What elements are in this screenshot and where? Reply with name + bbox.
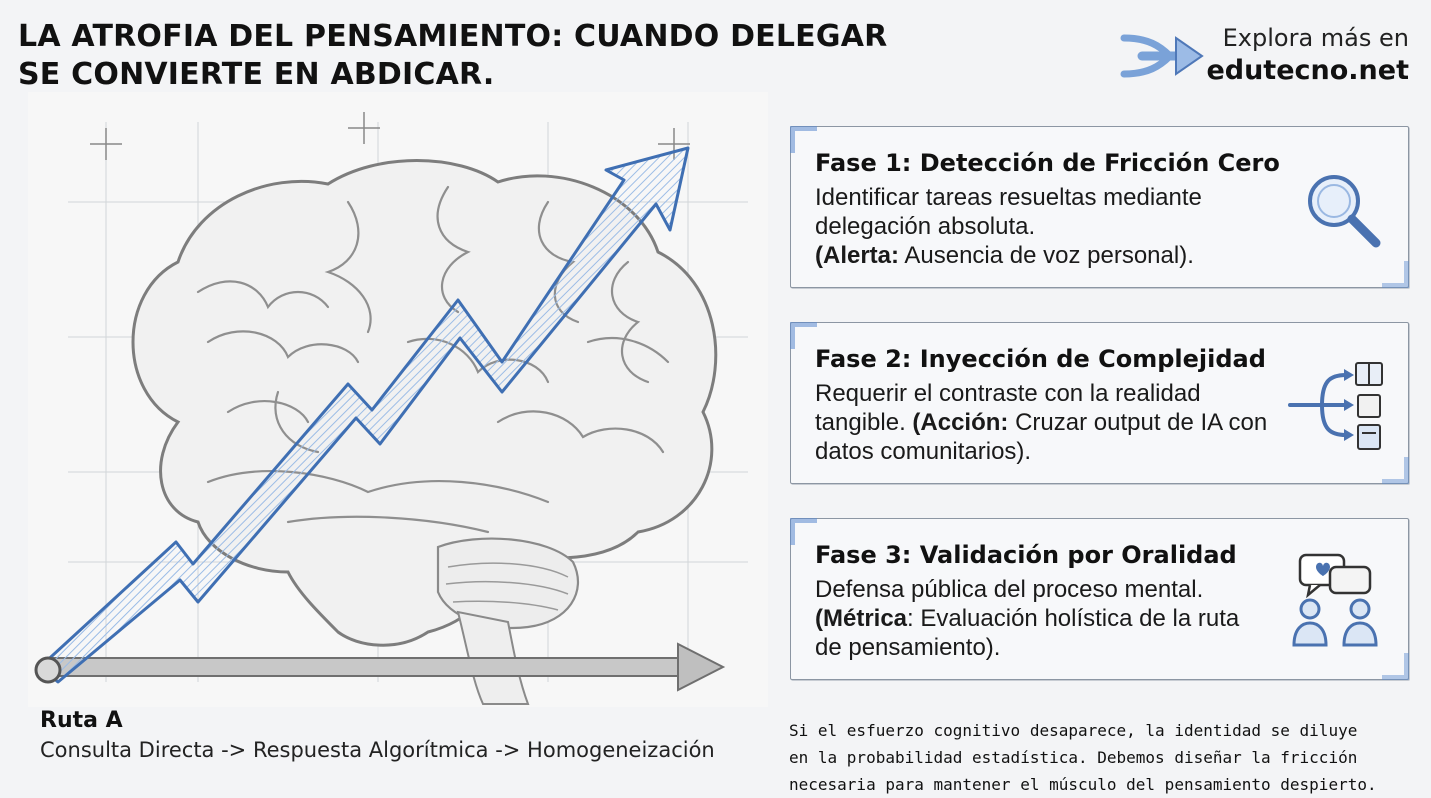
route-a: Ruta A Consulta Directa -> Respuesta Alg…	[40, 707, 715, 765]
phase-card-2: Fase 2: Inyección de Complejidad Requeri…	[790, 322, 1409, 484]
phase-line: Defensa pública del proceso mental.	[815, 576, 1204, 603]
phase-card-1: Fase 1: Detección de Fricción Cero Ident…	[790, 126, 1409, 288]
phase-line: (Alerta: Ausencia de voz personal).	[815, 241, 1285, 270]
phase-title: Fase 1: Detección de Fricción Cero	[815, 149, 1280, 177]
phase-line: datos comunitarios).	[815, 438, 1032, 465]
phase-line: (Métrica: Evaluación holística de la rut…	[815, 604, 1285, 633]
explore-site[interactable]: edutecno.net	[1206, 55, 1409, 86]
title-line-2: SE CONVIERTE EN ABDICAR.	[18, 57, 495, 92]
branching-books-icon	[1288, 362, 1383, 450]
brain-sketch	[34, 112, 748, 705]
route-title: Ruta A	[40, 708, 123, 733]
footer-line: necesaria para mantener el músculo del p…	[789, 775, 1377, 794]
phase-line: Requerir el contraste con la realidad	[815, 380, 1201, 407]
brain-illustration	[28, 92, 768, 707]
phase-line: Identificar tareas resueltas mediante	[815, 184, 1202, 211]
phase-title: Fase 3: Validación por Oralidad	[815, 541, 1237, 569]
footer-line: Si el esfuerzo cognitivo desaparece, la …	[789, 721, 1358, 740]
phase-text: Cruzar output de IA con	[1008, 409, 1268, 436]
page-title: LA ATROFIA DEL PENSAMIENTO: CUANDO DELEG…	[18, 18, 918, 94]
route-description: Consulta Directa -> Respuesta Algorítmic…	[40, 738, 715, 762]
phase-title: Fase 2: Inyección de Complejidad	[815, 345, 1266, 373]
phase-text: Ausencia de voz personal).	[899, 242, 1194, 269]
phase-body: Identificar tareas resueltas mediante de…	[815, 183, 1285, 270]
phase-line: delegación absoluta.	[815, 213, 1036, 240]
dialogue-people-icon	[1292, 553, 1378, 647]
phase-line: tangible. (Acción: Cruzar output de IA c…	[815, 408, 1285, 437]
title-line-1: LA ATROFIA DEL PENSAMIENTO: CUANDO DELEG…	[18, 19, 888, 54]
phase-label: (Métrica	[815, 605, 908, 632]
explore-link[interactable]: Explora más en edutecno.net	[1206, 22, 1409, 88]
footer-note: Si el esfuerzo cognitivo desaparece, la …	[789, 717, 1429, 798]
phase-body: Defensa pública del proceso mental. (Mét…	[815, 575, 1285, 662]
phase-text: : Evaluación holística de la ruta	[907, 605, 1240, 632]
phase-card-3: Fase 3: Validación por Oralidad Defensa …	[790, 518, 1409, 680]
phase-text: tangible.	[815, 409, 913, 436]
phase-line: de pensamiento).	[815, 634, 1001, 661]
baseline-arrow	[45, 642, 726, 692]
phase-label: (Alerta:	[815, 242, 900, 269]
explore-label: Explora más en	[1222, 24, 1409, 52]
phase-body: Requerir el contraste con la realidad ta…	[815, 379, 1285, 466]
rising-arrow	[38, 146, 690, 684]
magnifier-icon	[1308, 175, 1381, 248]
phase-label: (Acción:	[912, 409, 1009, 436]
forward-arrow-icon	[1120, 34, 1204, 78]
footer-line: en la probabilidad estadística. Debemos …	[789, 748, 1358, 767]
